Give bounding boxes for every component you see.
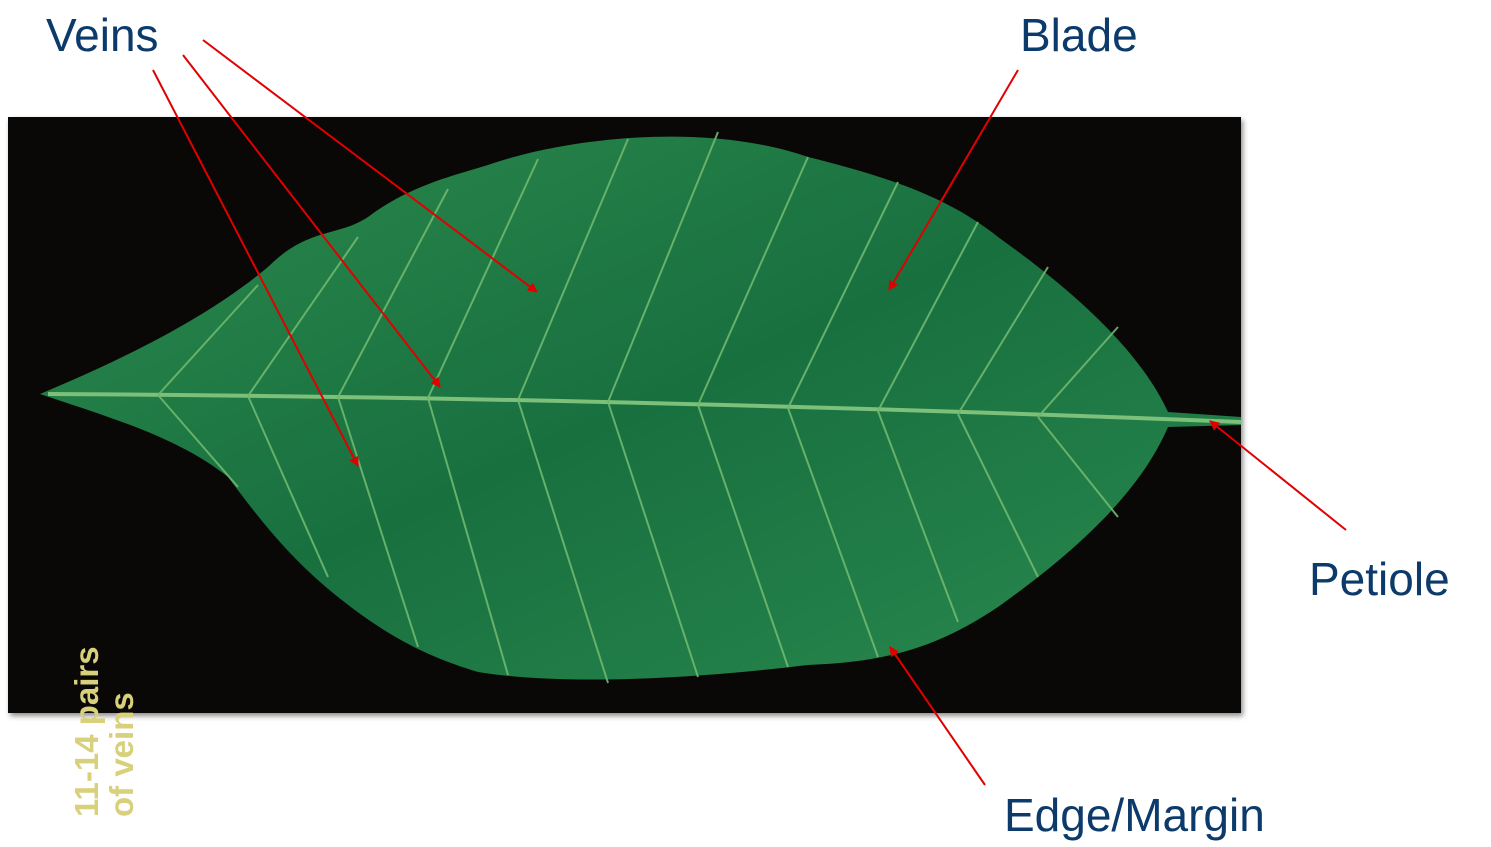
veins-label: Veins	[46, 12, 159, 58]
blade-arrow	[889, 70, 1018, 290]
veins-arrow-3	[203, 40, 537, 292]
edge-arrow	[890, 647, 985, 785]
edge-margin-label: Edge/Margin	[1004, 792, 1265, 838]
veins-arrow-2	[183, 55, 440, 387]
blade-label: Blade	[1020, 12, 1138, 58]
petiole-label: Petiole	[1309, 556, 1450, 602]
petiole-arrow	[1210, 421, 1346, 530]
veins-arrow-1	[153, 70, 358, 466]
